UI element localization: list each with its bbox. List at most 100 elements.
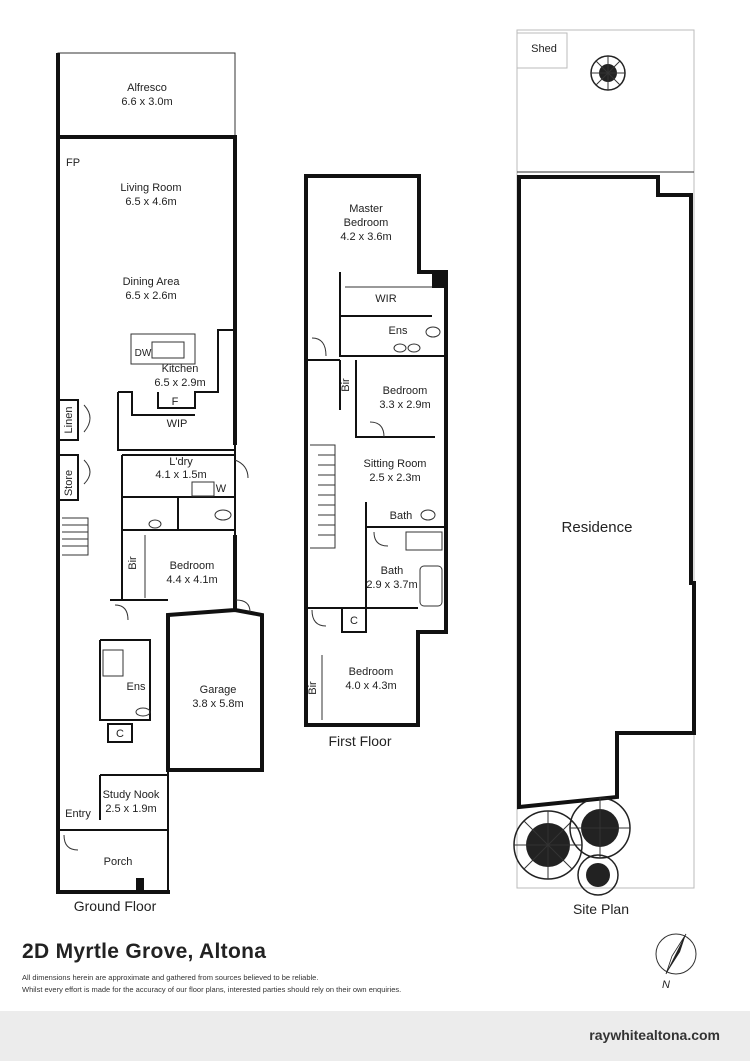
first-floor-caption: First Floor	[329, 733, 392, 749]
entry-label: Entry	[65, 808, 91, 820]
bedroom-door-icon	[114, 604, 129, 621]
alfresco-label: Alfresco	[127, 82, 167, 94]
tree-icon-large	[513, 810, 583, 880]
first-floor-plan: Master Bedroom 4.2 x 3.6m WIR Ens Bedroo…	[304, 174, 448, 749]
store-cupboard	[58, 454, 79, 501]
bath-label: Bath	[381, 565, 404, 577]
sitting-room-size: 2.5 x 2.3m	[369, 472, 420, 484]
ens-basin-2	[407, 343, 421, 353]
residence-label: Residence	[562, 519, 633, 536]
residence-outline	[517, 175, 696, 810]
shed-label: Shed	[531, 43, 557, 55]
alfresco-outline	[57, 52, 236, 138]
bir2-label: Bir	[340, 378, 352, 392]
garage-door-icon	[235, 599, 251, 613]
first-cupboard	[341, 607, 367, 633]
website-link[interactable]: raywhitealtona.com	[589, 1027, 720, 1043]
laundry-tub	[191, 481, 215, 497]
bedroom2-walls	[339, 360, 435, 438]
living-room-label: Living Room	[120, 182, 181, 194]
dining-area-label: Dining Area	[123, 276, 181, 288]
bedroom2-size: 3.3 x 2.9m	[379, 399, 430, 411]
garage-size: 3.8 x 5.8m	[192, 698, 243, 710]
ensuite-walls	[99, 639, 151, 721]
first-cupboard-label: C	[350, 615, 358, 627]
dining-area-size: 6.5 x 2.6m	[125, 290, 176, 302]
bir3-label: Bir	[307, 681, 319, 695]
shed-outline	[516, 32, 568, 69]
store-door-icon	[83, 459, 91, 485]
wip-label: WIP	[167, 418, 188, 430]
ground-bedroom-label: Bedroom	[170, 560, 215, 572]
floor-plan-drawing: Alfresco 6.6 x 3.0m FP Living Room 6.5 x…	[56, 29, 696, 917]
ground-stairs	[62, 517, 89, 556]
ens-toilet	[425, 326, 441, 338]
living-east-wall	[58, 135, 237, 445]
footer-bar: raywhitealtona.com	[0, 1011, 750, 1061]
kitchen-bench	[157, 329, 235, 409]
store-label: Store	[63, 470, 75, 496]
linen-label: Linen	[63, 407, 75, 434]
site-boundary	[516, 29, 695, 889]
compass-north-label: N	[662, 979, 670, 990]
laundry-label: L'dry	[169, 456, 193, 468]
dishwasher-label: DW	[135, 348, 152, 359]
bedroom2-label: Bedroom	[383, 385, 428, 397]
ensuite-shower	[102, 649, 124, 677]
ground-cupboard-label: C	[116, 728, 124, 740]
disclaimer-line-1: All dimensions herein are approximate an…	[22, 973, 319, 982]
ground-bedroom-size: 4.4 x 4.1m	[166, 574, 217, 586]
ground-floor-plan: Alfresco 6.6 x 3.0m FP Living Room 6.5 x…	[56, 52, 264, 914]
fridge-label: F	[172, 396, 179, 408]
linen-cupboard	[58, 399, 79, 441]
first-floor-column	[432, 272, 446, 288]
tree-icon-medium	[569, 797, 631, 859]
wip-walls	[117, 392, 235, 451]
laundry-door-icon	[234, 459, 249, 479]
bedroom3-door-icon	[311, 609, 327, 627]
ensuite-toilet	[135, 707, 151, 717]
living-room-size: 6.5 x 4.6m	[125, 196, 176, 208]
master-bedroom-label-1: Master	[349, 203, 383, 215]
first-floor-outer-walls	[304, 174, 448, 727]
property-title: 2D Myrtle Grove, Altona	[22, 940, 267, 963]
alfresco-size: 6.6 x 3.0m	[121, 96, 172, 108]
ground-ensuite-label: Ens	[127, 681, 146, 693]
linen-door-icon	[83, 404, 91, 433]
master-bedroom-label-2: Bedroom	[344, 217, 389, 229]
study-nook-size: 2.5 x 1.9m	[105, 803, 156, 815]
ens-basin-1	[393, 343, 407, 353]
powder-basin	[148, 519, 162, 529]
ground-cupboard	[107, 723, 133, 743]
site-plan-caption: Site Plan	[573, 901, 629, 917]
bath-small-label: Bath	[390, 510, 413, 522]
fireplace-label: FP	[66, 157, 80, 169]
first-ens-walls	[339, 316, 446, 357]
powder-toilet	[214, 509, 232, 521]
bedroom2-door-icon	[369, 421, 385, 438]
first-stairs	[310, 444, 336, 549]
entry-door-icon	[63, 834, 79, 851]
kitchen-sink	[151, 341, 185, 359]
washer-label: W	[216, 483, 227, 495]
tree-icon	[590, 55, 626, 91]
kitchen-size: 6.5 x 2.9m	[154, 377, 205, 389]
bedroom3-size: 4.0 x 4.3m	[345, 680, 396, 692]
kitchen-label: Kitchen	[162, 363, 199, 375]
ground-bir-label: Bir	[127, 556, 139, 570]
first-ens-label: Ens	[389, 325, 408, 337]
bath-small-toilet	[420, 509, 436, 521]
porch-label: Porch	[104, 856, 133, 868]
master-door-icon	[311, 337, 327, 357]
compass-icon: N	[655, 933, 697, 990]
porch-column	[136, 878, 144, 892]
wir-label: WIR	[375, 293, 396, 305]
bathtub	[419, 565, 443, 607]
laundry-size: 4.1 x 1.5m	[155, 469, 206, 481]
wip-inner-wall	[118, 391, 195, 416]
site-plan: Shed Residence Site Plan	[513, 29, 696, 917]
master-bedroom-size: 4.2 x 3.6m	[340, 231, 391, 243]
bedroom3-label: Bedroom	[349, 666, 394, 678]
study-nook-label: Study Nook	[103, 789, 160, 801]
bath-size: 2.9 x 3.7m	[366, 579, 417, 591]
